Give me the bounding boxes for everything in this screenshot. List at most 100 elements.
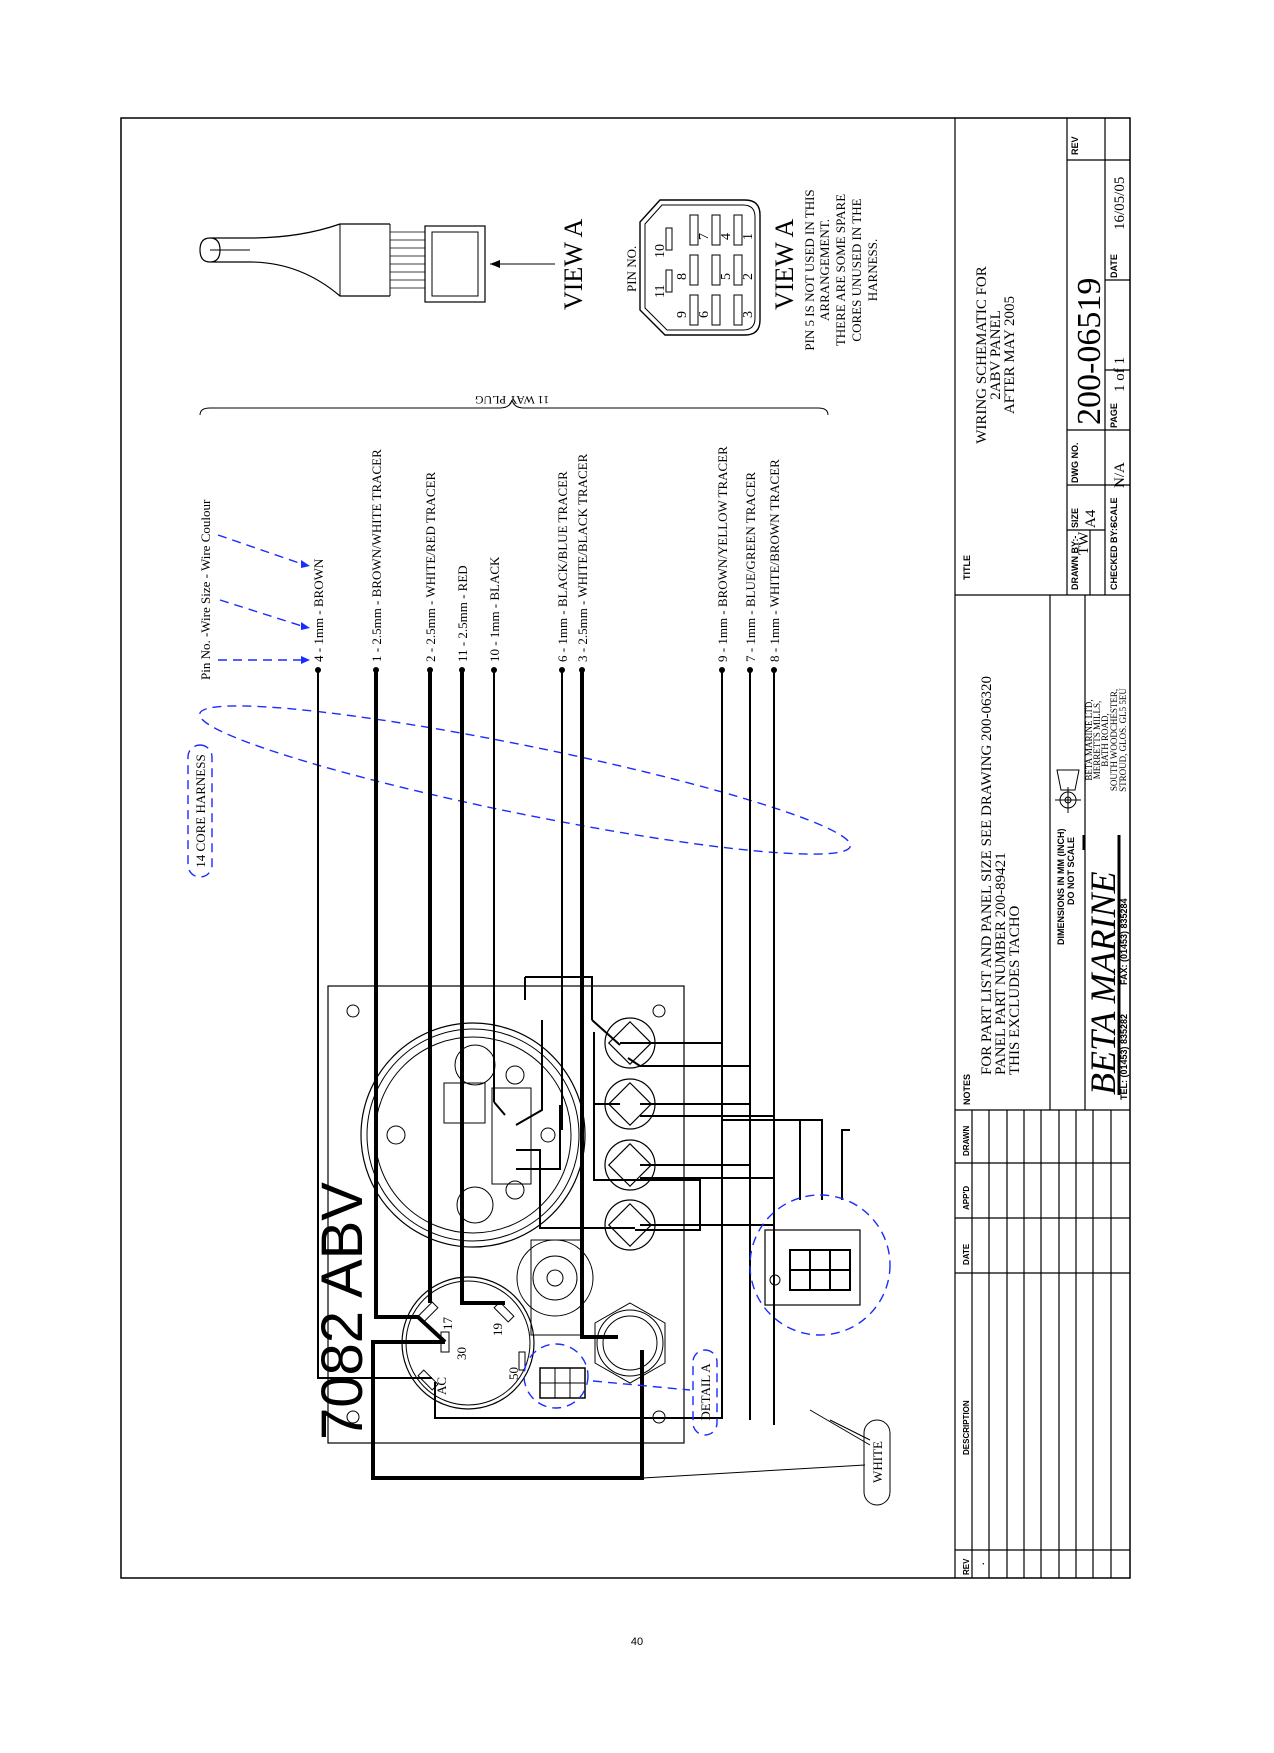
white-label: WHITE: [870, 1441, 885, 1483]
svg-text:CORES UNUSED IN THE: CORES UNUSED IN THE: [849, 198, 864, 341]
svg-text:1 of 1: 1 of 1: [1112, 357, 1128, 392]
company-logo: BETA MARINE: [1083, 871, 1123, 1095]
svg-text:N/A: N/A: [1112, 462, 1128, 488]
svg-text:1: 1: [741, 233, 756, 240]
legend-header: Pin No. -Wire Size - Wire Coulour: [198, 499, 213, 680]
drawing-number: 200-06519: [1071, 278, 1108, 425]
harness-plug-drawing: [199, 223, 555, 303]
svg-text:3 - 2.5mm - WHITE/BLACK TRACER: 3 - 2.5mm - WHITE/BLACK TRACER: [575, 453, 590, 662]
svg-text:DIMENSIONS IN MM (INCH): DIMENSIONS IN MM (INCH): [1056, 829, 1066, 946]
svg-text:8 - 1mm - WHITE/BROWN TRACER: 8 - 1mm - WHITE/BROWN TRACER: [767, 459, 782, 662]
svg-text:7 - 1mm - BLUE/GREEN TRACER: 7 - 1mm - BLUE/GREEN TRACER: [743, 472, 758, 662]
svg-text:8: 8: [675, 273, 690, 280]
svg-text:3: 3: [741, 311, 756, 318]
svg-text:THIS EXCLUDES TACHO: THIS EXCLUDES TACHO: [1007, 905, 1023, 1075]
svg-text:DRAWN BY:-: DRAWN BY:-: [1070, 536, 1080, 590]
view-a-label: VIEW A: [770, 219, 799, 310]
plug-label: 11 WAY PLUG: [474, 393, 549, 407]
switch-terminal-labels: 17 30 19 50 AC: [434, 1317, 521, 1396]
svg-text:2 - 2.5mm - WHITE/RED TRACER: 2 - 2.5mm - WHITE/RED TRACER: [423, 471, 438, 662]
svg-text:11 - 2.5mm - RED: 11 - 2.5mm - RED: [455, 565, 470, 662]
svg-text:50: 50: [506, 1367, 521, 1380]
svg-text:TEL: (01453) 835282: TEL: (01453) 835282: [1119, 1014, 1129, 1100]
svg-text:DATE: DATE: [962, 1243, 971, 1265]
svg-text:7: 7: [697, 233, 712, 240]
svg-text:A4: A4: [1083, 509, 1099, 528]
core-label-box: [187, 744, 213, 878]
svg-text:FAX: (01453) 835284: FAX: (01453) 835284: [1119, 898, 1129, 985]
panel-label: 7082 ABV: [310, 1182, 375, 1440]
detail-a-label-box: [692, 1349, 718, 1436]
svg-text:11: 11: [653, 285, 668, 298]
notes-header: NOTES: [962, 1074, 972, 1105]
svg-text:SOUTH WOODCHESTER,: SOUTH WOODCHESTER,: [1109, 689, 1119, 791]
svg-text:1 - 2.5mm - BROWN/WHITE TRACER: 1 - 2.5mm - BROWN/WHITE TRACER: [369, 449, 384, 662]
wire-labels: 4 - 1mm - BROWN 1 - 2.5mm - BROWN/WHITE …: [311, 446, 782, 662]
svg-text:AFTER MAY 2005: AFTER MAY 2005: [1002, 296, 1018, 414]
svg-text:REV: REV: [962, 1558, 971, 1575]
harness-ellipse: [198, 705, 852, 855]
svg-text:CHECKED BY:-: CHECKED BY:-: [1109, 525, 1119, 590]
svg-text:APP'D: APP'D: [962, 1186, 971, 1210]
svg-text:9: 9: [675, 311, 690, 318]
svg-text:HARNESS.: HARNESS.: [865, 239, 880, 302]
svg-text:ARRANGEMENT.: ARRANGEMENT.: [817, 219, 832, 321]
white-label-box: [863, 1419, 891, 1506]
svg-text:WIRING SCHEMATIC FOR: WIRING SCHEMATIC FOR: [974, 266, 990, 444]
svg-text:SCALE: SCALE: [1109, 497, 1119, 528]
svg-text:6 - 1mm - BLACK/BLUE TRACER: 6 - 1mm - BLACK/BLUE TRACER: [555, 471, 570, 662]
detail-a-marker: [523, 1343, 589, 1409]
svg-text:DO NOT SCALE: DO NOT SCALE: [1066, 837, 1076, 905]
drawing-border: [120, 117, 1131, 1579]
svg-text:TW: TW: [1076, 531, 1092, 555]
view-a-note: PIN 5 IS NOT USED IN THIS ARRANGEMENT. T…: [802, 189, 880, 350]
pin-no-header: PIN NO.: [624, 246, 639, 292]
svg-text:30: 30: [454, 1347, 469, 1360]
legend-arrows: [217, 534, 310, 664]
svg-text:17: 17: [440, 1317, 455, 1331]
svg-text:PANEL PART NUMBER 200-89421: PANEL PART NUMBER 200-89421: [993, 852, 1009, 1075]
view-a-arrow-label: VIEW A: [559, 219, 588, 310]
logo-underline: [1082, 835, 1121, 1095]
svg-text:DATE: DATE: [1109, 254, 1119, 278]
view-a-pin-numbers: 1 2 3 4 5 6 7 8 9 10 11: [653, 233, 756, 318]
svg-text:REV: REV: [1070, 136, 1080, 155]
svg-text:4: 4: [719, 233, 734, 240]
svg-text:10: 10: [653, 244, 668, 258]
title-header: TITLE: [962, 555, 972, 580]
svg-text:PIN 5 IS NOT USED IN THIS: PIN 5 IS NOT USED IN THIS: [802, 189, 817, 350]
svg-text:DESCRIPTION: DESCRIPTION: [962, 1400, 971, 1455]
svg-text:2ABV PANEL: 2ABV PANEL: [988, 310, 1004, 400]
svg-text:THERE ARE SOME SPARE: THERE ARE SOME SPARE: [833, 194, 848, 346]
svg-text:2: 2: [741, 273, 756, 280]
svg-text:BATH ROAD,: BATH ROAD,: [1100, 713, 1110, 767]
svg-text:6: 6: [697, 311, 712, 318]
svg-text:9 - 1mm - BROWN/YELLOW TRACER: 9 - 1mm - BROWN/YELLOW TRACER: [715, 446, 730, 662]
svg-text:5: 5: [719, 273, 734, 280]
detail-a-leader: [592, 1380, 691, 1391]
detail-a-label: DETAIL A: [698, 1363, 713, 1421]
svg-text:FOR PART LIST AND PANEL SIZE S: FOR PART LIST AND PANEL SIZE SEE DRAWING…: [979, 676, 995, 1075]
svg-text:MERRETTS MILLS,: MERRETTS MILLS,: [1092, 701, 1102, 780]
title-block: [954, 118, 1130, 1578]
detail-a-enlarged: [749, 1194, 891, 1336]
svg-text:16/05/05: 16/05/05: [1112, 177, 1128, 230]
svg-text:19: 19: [490, 1323, 505, 1336]
svg-text:DRAWN: DRAWN: [962, 1126, 971, 1156]
svg-text:STROUD, GLOS. GL5 5EU: STROUD, GLOS. GL5 5EU: [1118, 688, 1128, 792]
svg-text:DWG NO.: DWG NO.: [1070, 443, 1080, 484]
svg-text:BETA MARINE LTD,: BETA MARINE LTD,: [1084, 699, 1094, 780]
svg-text:10 - 1mm - BLACK: 10 - 1mm - BLACK: [487, 556, 502, 662]
page-number: 40: [631, 1636, 643, 1648]
svg-text:4 - 1mm - BROWN: 4 - 1mm - BROWN: [311, 558, 326, 662]
svg-text:SIZE: SIZE: [1070, 508, 1080, 528]
core-label: 14 CORE HARNESS: [193, 754, 208, 867]
revision-row: .: [976, 1562, 986, 1565]
svg-text:AC: AC: [434, 1377, 449, 1395]
plug-brace: [199, 399, 829, 416]
svg-text:PAGE: PAGE: [1109, 403, 1119, 428]
projection-symbol: [1055, 769, 1081, 813]
panel: [327, 985, 685, 1444]
view-a-connector: [639, 199, 761, 336]
